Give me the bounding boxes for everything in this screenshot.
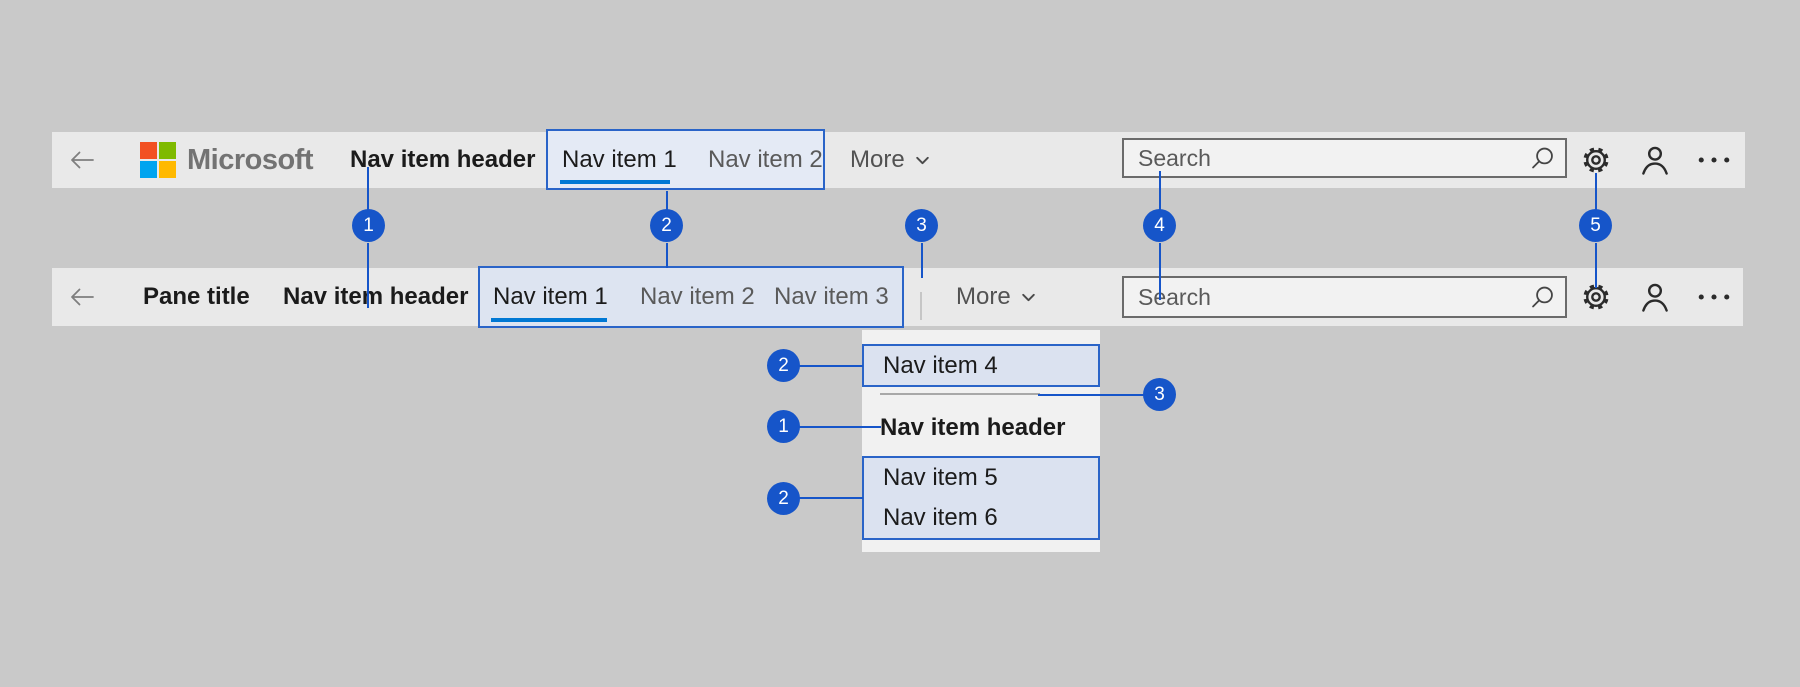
ellipsis-icon xyxy=(1692,143,1736,177)
active-item-underline xyxy=(560,180,670,184)
menu-item-highlight-box-top: Nav item 4 xyxy=(862,344,1100,387)
callout-badge-1: 1 xyxy=(352,209,385,242)
callout-line-2-up xyxy=(666,191,668,210)
callout-badge-2: 2 xyxy=(650,209,683,242)
person-icon xyxy=(1638,143,1672,177)
callout-line-3-down xyxy=(921,243,923,278)
top-nav-item-1[interactable]: Nav item 1 xyxy=(562,145,677,173)
account-button[interactable] xyxy=(1638,143,1672,177)
callout-line-4-up xyxy=(1159,171,1161,210)
menu-separator xyxy=(880,393,1040,395)
pane-nav-items-highlight-box: Nav item 1 Nav item 2 Nav item 3 xyxy=(478,266,904,328)
menu-callout-line-3 xyxy=(1038,394,1145,396)
top-nav-item-header[interactable]: Nav item header xyxy=(350,146,536,173)
overflow-menu: Nav item 4 Nav item header Nav item 5 Na… xyxy=(862,330,1100,552)
person-icon xyxy=(1638,280,1672,314)
menu-item-highlight-box-bottom: Nav item 5 Nav item 6 xyxy=(862,456,1100,540)
menu-nav-item-6[interactable]: Nav item 6 xyxy=(883,504,998,531)
top-nav-items-highlight-box: Nav item 1 Nav item 2 xyxy=(546,129,825,190)
callout-line-1-up xyxy=(367,167,369,210)
callout-line-5-down xyxy=(1595,243,1597,288)
back-arrow-icon xyxy=(66,281,98,313)
menu-callout-line-1 xyxy=(798,426,881,428)
top-nav-item-2[interactable]: Nav item 2 xyxy=(708,145,823,173)
pane-nav-item-2[interactable]: Nav item 2 xyxy=(640,283,755,310)
menu-callout-line-2a xyxy=(798,365,863,367)
menu-callout-badge-3: 3 xyxy=(1143,378,1176,411)
more-options-button[interactable] xyxy=(1692,143,1736,177)
callout-line-1-down xyxy=(367,243,369,308)
pane-nav-item-1[interactable]: Nav item 1 xyxy=(493,283,608,310)
chevron-down-icon xyxy=(1020,289,1037,306)
pane-more-button[interactable]: More xyxy=(956,283,1037,311)
microsoft-logo-icon xyxy=(140,142,176,178)
pane-header-bar: Pane title Nav item header Nav item 1 Na… xyxy=(52,266,1743,328)
gear-icon xyxy=(1579,143,1613,177)
pane-back-button[interactable] xyxy=(66,281,98,313)
menu-nav-item-header: Nav item header xyxy=(880,414,1066,441)
top-search-box xyxy=(1122,138,1567,178)
pane-search-input[interactable] xyxy=(1122,276,1567,318)
menu-callout-line-2b xyxy=(798,497,863,499)
menu-callout-badge-1: 1 xyxy=(767,410,800,443)
search-icon[interactable] xyxy=(1529,284,1556,311)
pane-search-box xyxy=(1122,276,1567,318)
top-header-bar: Microsoft Nav item header Nav item 1 Nav… xyxy=(52,129,1745,190)
gear-icon xyxy=(1579,280,1613,314)
ellipsis-icon xyxy=(1692,280,1736,314)
menu-nav-item-4[interactable]: Nav item 4 xyxy=(883,351,998,379)
pane-title: Pane title xyxy=(143,283,250,310)
search-icon[interactable] xyxy=(1529,145,1556,172)
menu-callout-badge-2a: 2 xyxy=(767,349,800,382)
menu-callout-badge-2b: 2 xyxy=(767,482,800,515)
more-label: More xyxy=(956,283,1011,310)
pane-settings-button[interactable] xyxy=(1579,280,1613,314)
callout-line-4-down xyxy=(1159,243,1161,300)
microsoft-logo-label: Microsoft xyxy=(187,143,314,176)
chevron-down-icon xyxy=(914,152,931,169)
nav-more-divider xyxy=(920,292,922,320)
pane-more-options-button[interactable] xyxy=(1692,280,1736,314)
callout-badge-3: 3 xyxy=(905,209,938,242)
pane-account-button[interactable] xyxy=(1638,280,1672,314)
pane-nav-item-header[interactable]: Nav item header xyxy=(283,283,469,310)
back-button[interactable] xyxy=(66,144,98,176)
menu-nav-item-5[interactable]: Nav item 5 xyxy=(883,464,998,491)
callout-badge-4: 4 xyxy=(1143,209,1176,242)
active-item-underline xyxy=(491,318,607,322)
callout-badge-5: 5 xyxy=(1579,209,1612,242)
top-more-button[interactable]: More xyxy=(850,146,931,174)
settings-button[interactable] xyxy=(1579,143,1613,177)
callout-line-5-up xyxy=(1595,173,1597,210)
microsoft-logo[interactable]: Microsoft xyxy=(140,142,314,178)
callout-line-2-down xyxy=(666,243,668,268)
more-label: More xyxy=(850,146,905,173)
top-search-input[interactable] xyxy=(1122,138,1567,178)
back-arrow-icon xyxy=(66,144,98,176)
pane-nav-item-3[interactable]: Nav item 3 xyxy=(774,283,889,310)
